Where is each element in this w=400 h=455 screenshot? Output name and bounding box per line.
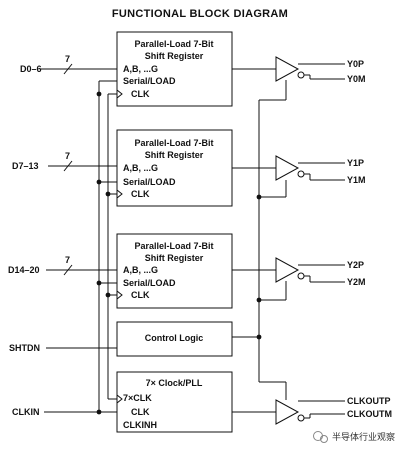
control-logic-label: Control Logic bbox=[145, 333, 204, 343]
bus-width-label-2: 7 bbox=[65, 255, 70, 265]
bus-slash-1 bbox=[63, 160, 73, 172]
output-label-y0m: Y0M bbox=[347, 74, 366, 84]
watermark-text: 半导体行业观察 bbox=[332, 431, 395, 443]
clk-edge-marker-1 bbox=[116, 189, 123, 199]
register-0-port-serial: Serial/LOAD bbox=[123, 76, 176, 86]
clk-edge-marker-3 bbox=[116, 394, 123, 404]
output-driver-0 bbox=[275, 56, 300, 82]
clk-edge-marker-0 bbox=[116, 89, 123, 99]
register-1-port-data: A,B, ...G bbox=[123, 163, 158, 173]
junction-dot bbox=[256, 334, 262, 340]
register-1-title-line1: Parallel-Load 7-Bit bbox=[134, 138, 213, 148]
junction-dot bbox=[96, 409, 102, 415]
pll-port-7clk: 7×CLK bbox=[123, 393, 152, 403]
bus-slash-0 bbox=[63, 63, 73, 75]
output-driver-clk bbox=[275, 399, 300, 425]
inverting-bubble-3 bbox=[297, 414, 305, 422]
register-2-port-clk: CLK bbox=[131, 290, 150, 300]
input-label-d14: D14–20 bbox=[8, 265, 40, 275]
output-driver-2 bbox=[275, 257, 300, 283]
input-label-clkin: CLKIN bbox=[12, 407, 40, 417]
bus-width-label-1: 7 bbox=[65, 151, 70, 161]
pll-port-clkinh: CLKINH bbox=[123, 420, 157, 430]
input-label-shtdn: SHTDN bbox=[9, 343, 40, 353]
pll-port-clk: CLK bbox=[131, 407, 150, 417]
junction-dot bbox=[256, 297, 262, 303]
bus-slash-2 bbox=[63, 264, 73, 276]
watermark: 半导体行业观察 bbox=[313, 431, 395, 443]
input-label-d7: D7–13 bbox=[12, 161, 39, 171]
junction-dot bbox=[96, 91, 102, 97]
register-1-port-clk: CLK bbox=[131, 189, 150, 199]
register-2-title-line2: Shift Register bbox=[145, 253, 204, 263]
register-0-title-line1: Parallel-Load 7-Bit bbox=[134, 39, 213, 49]
junction-dot bbox=[96, 280, 102, 286]
pll-title: 7× Clock/PLL bbox=[146, 378, 203, 388]
pll-block bbox=[116, 371, 233, 433]
register-2-port-serial: Serial/LOAD bbox=[123, 278, 176, 288]
register-2-port-data: A,B, ...G bbox=[123, 265, 158, 275]
output-label-y2m: Y2M bbox=[347, 277, 366, 287]
clk-edge-marker-2 bbox=[116, 290, 123, 300]
inverting-bubble-1 bbox=[297, 170, 305, 178]
register-0-title-line2: Shift Register bbox=[145, 51, 204, 61]
junction-dots bbox=[96, 91, 262, 415]
output-label-y1m: Y1M bbox=[347, 175, 366, 185]
output-driver-1 bbox=[275, 155, 300, 181]
register-1-title-line2: Shift Register bbox=[145, 150, 204, 160]
register-0-port-data: A,B, ...G bbox=[123, 64, 158, 74]
diagram-title: FUNCTIONAL BLOCK DIAGRAM bbox=[112, 8, 288, 20]
junction-dot bbox=[256, 194, 262, 200]
output-label-clkoutm: CLKOUTM bbox=[347, 409, 392, 419]
register-0-port-clk: CLK bbox=[131, 89, 150, 99]
bus-width-label-0: 7 bbox=[65, 54, 70, 64]
junction-dot bbox=[96, 179, 102, 185]
control-logic-block bbox=[116, 321, 233, 357]
output-label-y2p: Y2P bbox=[347, 260, 364, 270]
input-label-d0: D0–6 bbox=[20, 64, 42, 74]
inverting-bubble-2 bbox=[297, 272, 305, 280]
junction-dot bbox=[105, 292, 111, 298]
junction-dot bbox=[105, 191, 111, 197]
output-label-y1p: Y1P bbox=[347, 158, 364, 168]
shift-register-block-2 bbox=[116, 233, 233, 309]
inverting-bubble-0 bbox=[297, 71, 305, 79]
wechat-icon bbox=[313, 431, 328, 443]
output-label-clkoutp: CLKOUTP bbox=[347, 396, 391, 406]
output-label-y0p: Y0P bbox=[347, 59, 364, 69]
register-2-title-line1: Parallel-Load 7-Bit bbox=[134, 241, 213, 251]
register-1-port-serial: Serial/LOAD bbox=[123, 177, 176, 187]
